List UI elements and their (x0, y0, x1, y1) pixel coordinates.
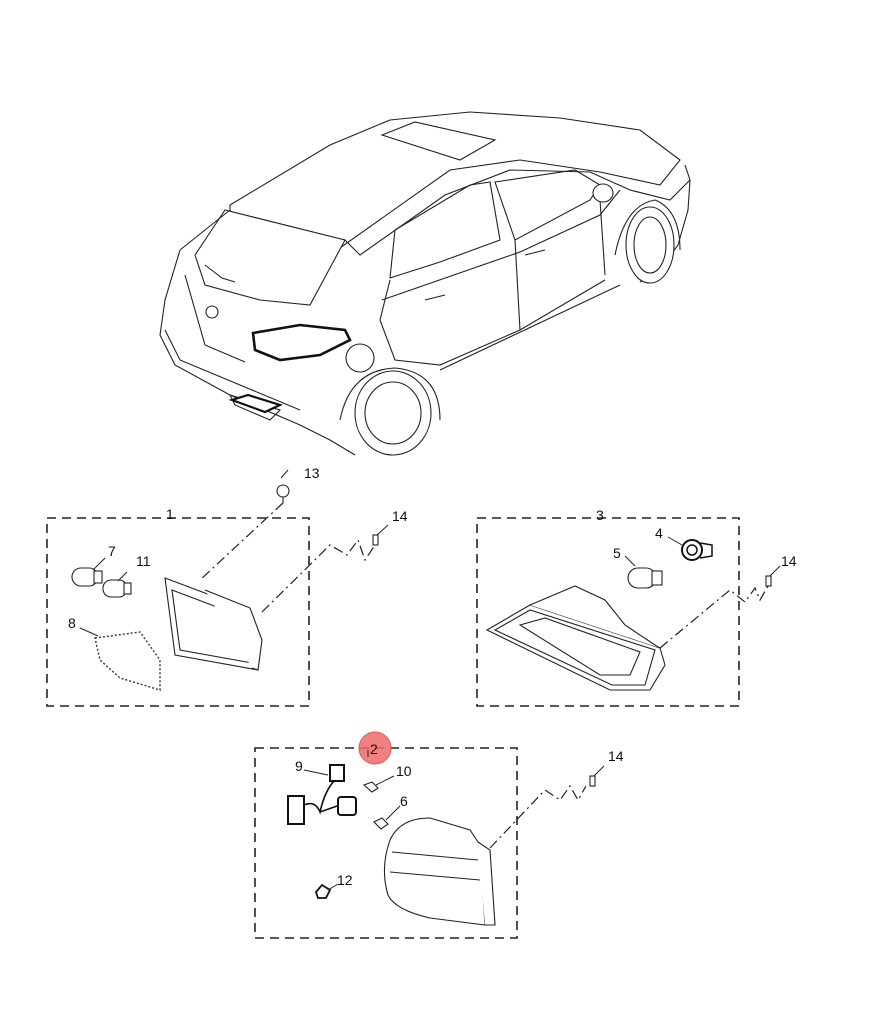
bulb-part-7 (71, 567, 103, 587)
socket-part-4 (681, 539, 713, 561)
callout-11: 11 (136, 553, 151, 569)
clip-part-12 (314, 883, 332, 899)
callout-13: 13 (304, 465, 320, 481)
callout-8: 8 (68, 615, 76, 631)
callout-14-b: 14 (781, 553, 797, 569)
callout-10: 10 (396, 763, 412, 779)
car-illustration (159, 111, 691, 456)
screw-part-6 (373, 817, 389, 830)
screw-part-13 (276, 484, 290, 503)
callout-3: 3 (596, 507, 604, 523)
group-2-outer-tail-lamp: 2 9 10 6 12 14 (254, 731, 624, 939)
highlight-marker (358, 731, 392, 765)
inner-lamp-part-1 (164, 577, 263, 671)
callout-6: 6 (400, 793, 408, 809)
callout-14-a: 14 (392, 508, 408, 524)
callout-9: 9 (295, 758, 303, 774)
gasket-part-8 (94, 631, 161, 691)
bulb-part-5 (627, 567, 663, 589)
callout-4: 4 (655, 525, 663, 541)
callout-2: 2 (370, 741, 378, 757)
callout-14-c: 14 (608, 748, 624, 764)
group-1-inner-tail-lamp: 1 7 11 8 13 14 (46, 465, 408, 707)
callout-12: 12 (337, 872, 353, 888)
outer-lamp-part-2 (383, 817, 496, 926)
fog-lamp-part-3 (485, 585, 666, 691)
callout-5: 5 (613, 545, 621, 561)
screw-part-10 (362, 781, 379, 793)
callout-7: 7 (108, 543, 116, 559)
callout-1: 1 (166, 506, 174, 522)
group-3-rear-fog-lamp: 3 4 5 14 (476, 507, 797, 707)
bulb-part-11 (102, 579, 132, 598)
wiring-harness-part-9 (287, 764, 357, 825)
